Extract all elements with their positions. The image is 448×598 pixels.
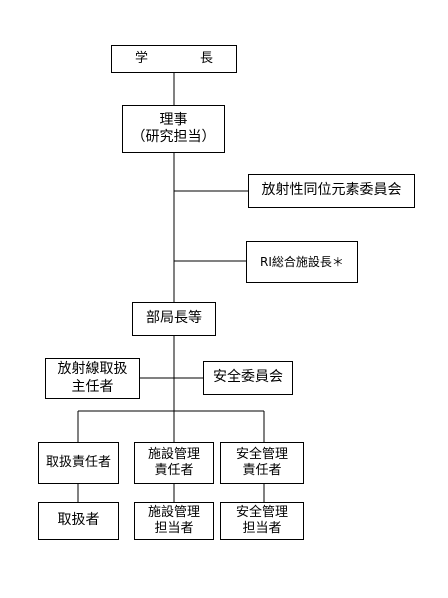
president-box: 学 長 (111, 45, 237, 73)
handling-responsible-label: 取扱責任者 (45, 454, 111, 470)
president-label: 学 長 (134, 50, 213, 66)
handling-responsible-box: 取扱責任者 (38, 442, 119, 484)
handler-box: 取扱者 (38, 502, 119, 540)
safety-staff-label: 安全管理 担当者 (235, 504, 288, 536)
facility-staff-label: 施設管理 担当者 (147, 504, 200, 536)
ri-director-box: RI総合施設長＊ (246, 241, 358, 283)
dept-head-box: 部局長等 (132, 302, 216, 336)
radio-committee-box: 放射性同位元素委員会 (248, 174, 415, 208)
radiation-supervisor-label: 放射線取扱 主任者 (57, 361, 128, 395)
radio-committee-label: 放射性同位元素委員会 (261, 182, 402, 199)
facility-staff-box: 施設管理 担当者 (134, 502, 214, 540)
radiation-supervisor-box: 放射線取扱 主任者 (45, 358, 140, 399)
facility-responsible-box: 施設管理 責任者 (134, 442, 214, 484)
safety-responsible-label: 安全管理 責任者 (235, 446, 288, 478)
safety-responsible-box: 安全管理 責任者 (220, 442, 304, 484)
safety-committee-label: 安全委員会 (213, 369, 283, 386)
safety-staff-box: 安全管理 担当者 (220, 502, 304, 540)
ri-director-label: RI総合施設長＊ (260, 254, 344, 269)
facility-responsible-label: 施設管理 責任者 (147, 446, 200, 478)
director-box: 理事 （研究担当） (122, 105, 225, 153)
safety-committee-box: 安全委員会 (203, 361, 293, 395)
director-label: 理事 （研究担当） (131, 111, 216, 146)
dept-head-label: 部局長等 (146, 310, 202, 327)
handler-label: 取扱者 (57, 512, 100, 529)
